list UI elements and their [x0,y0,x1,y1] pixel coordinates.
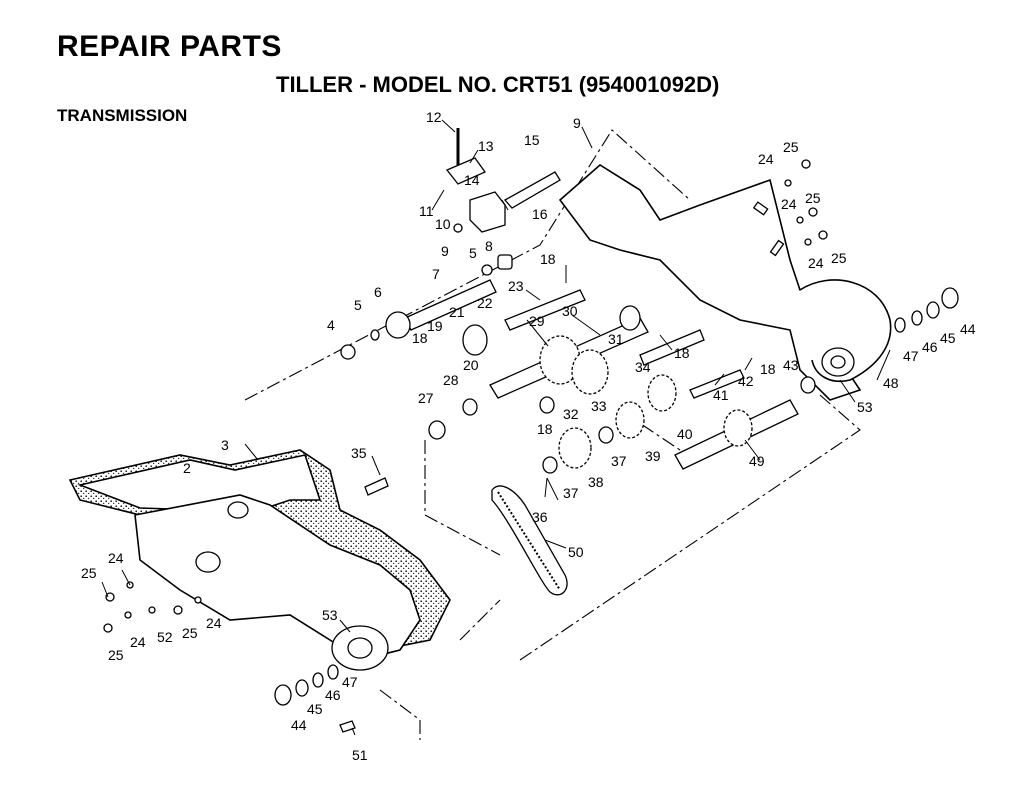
callout-label: 33 [591,398,607,414]
callout-label: 34 [635,359,651,375]
callout-label: 11 [419,203,434,219]
callout-label: 25 [108,647,124,663]
callout-label: 46 [922,339,938,355]
shift-assembly [445,128,561,276]
callout-label: 46 [325,687,341,703]
callout-label: 16 [532,206,548,222]
callout-label: 27 [418,390,434,406]
callout-label: 9 [573,115,581,131]
callout-label: 41 [713,387,729,403]
callout-label: 24 [130,634,146,650]
callout-label: 5 [469,245,477,261]
callout-label: 13 [478,138,494,154]
callout-label: 3 [221,437,229,453]
section-title: TRANSMISSION [57,106,188,125]
callout-label: 44 [291,717,307,733]
callout-label: 37 [611,453,627,469]
callout-label: 25 [81,565,97,581]
callout-label: 18 [412,330,428,346]
callout-label: 30 [562,303,578,319]
leader-lines [101,119,891,736]
callout-label: 18 [540,251,556,267]
callout-label: 25 [805,190,821,206]
gears [385,305,753,469]
callout-label: 5 [354,297,362,313]
callout-label: 32 [563,406,579,422]
left-housing [68,449,451,671]
callout-label: 53 [857,399,873,415]
part-callouts: 12 13 15 9 25 24 14 25 24 11 10 16 9 5 8… [81,109,976,763]
callout-label: 45 [307,701,323,717]
callout-label: 2 [183,460,191,476]
callout-label: 47 [903,348,919,364]
callout-label: 38 [588,474,604,490]
callout-label: 40 [677,426,693,442]
callout-label: 24 [758,151,774,167]
bushings-washers [274,287,959,706]
callout-label: 24 [808,255,824,271]
callout-label: 23 [508,278,524,294]
callout-label: 25 [831,250,847,266]
callout-label: 52 [157,629,173,645]
callout-label: 18 [537,421,553,437]
callout-label: 14 [464,172,480,188]
callout-label: 43 [783,357,799,373]
callout-label: 53 [322,607,338,623]
callout-label: 47 [342,674,358,690]
callout-label: 36 [532,509,548,525]
header: REPAIR PARTS TILLER - MODEL NO. CRT51 (9… [0,0,1024,130]
callout-label: 4 [327,317,335,333]
callout-label: 28 [443,372,459,388]
callout-label: 12 [426,109,442,125]
callout-label: 49 [749,453,765,469]
callout-label: 51 [352,747,368,763]
callout-label: 6 [374,284,382,300]
callout-label: 31 [608,331,624,347]
callout-label: 48 [883,375,899,391]
callout-label: 18 [674,345,690,361]
callout-label: 15 [524,132,540,148]
callout-label: 24 [781,196,797,212]
callout-label: 24 [108,550,124,566]
callout-label: 35 [351,445,367,461]
page-title: REPAIR PARTS [57,30,282,63]
callout-label: 10 [435,216,451,232]
callout-label: 21 [449,304,465,320]
callout-label: 18 [760,361,776,377]
callout-label: 45 [940,330,956,346]
callout-label: 19 [427,318,443,334]
callout-label: 39 [645,448,661,464]
callout-label: 42 [738,373,754,389]
callout-label: 25 [182,625,198,641]
callout-label: 29 [529,313,545,329]
callout-label: 8 [485,238,493,254]
callout-label: 50 [568,544,584,560]
callout-label: 9 [441,243,449,259]
right-housing [558,164,892,401]
callout-label: 37 [563,485,579,501]
hardware [103,159,828,733]
callout-label: 22 [477,295,493,311]
callout-label: 25 [783,139,799,155]
callout-label: 7 [432,266,440,282]
callout-label: 44 [960,321,976,337]
callout-label: 20 [463,357,479,373]
model-title: TILLER - MODEL NO. CRT51 (954001092D) [276,72,720,97]
callout-label: 24 [206,615,222,631]
